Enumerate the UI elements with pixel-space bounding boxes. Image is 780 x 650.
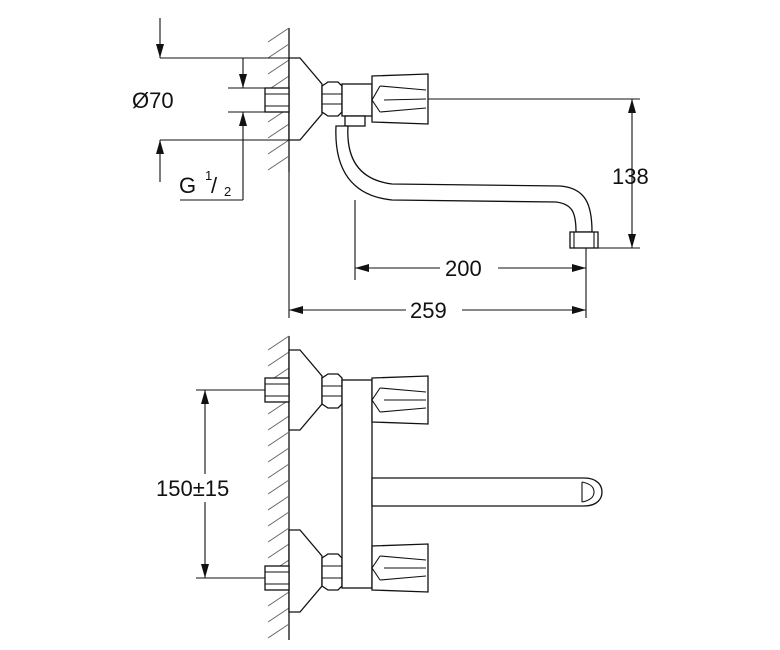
lower-hex-nut bbox=[321, 553, 343, 591]
spout bbox=[335, 125, 593, 233]
side-view: 138 200 259 Ø70 G 1 / 2 bbox=[132, 18, 649, 323]
upper-rosette bbox=[288, 349, 323, 431]
front-spout bbox=[371, 477, 603, 507]
dim-259: 259 bbox=[410, 298, 447, 323]
dim-150: 150±15 bbox=[156, 476, 229, 501]
rosette bbox=[288, 57, 323, 141]
dim-thread-den: 2 bbox=[224, 184, 231, 199]
dim-thread-prefix: G bbox=[179, 173, 196, 198]
valve-body bbox=[341, 83, 373, 117]
lower-inlet-stub bbox=[264, 565, 290, 591]
hex-nut bbox=[321, 81, 343, 117]
front-view: 150±15 bbox=[152, 335, 603, 640]
mixer-body bbox=[341, 379, 373, 589]
dim-138: 138 bbox=[612, 164, 649, 189]
dim-thread-num: 1 bbox=[205, 168, 212, 183]
upper-inlet-stub bbox=[264, 377, 290, 403]
upper-hex-nut bbox=[321, 373, 343, 409]
spout-collar bbox=[344, 115, 366, 127]
aerator bbox=[569, 231, 599, 249]
dim-200: 200 bbox=[445, 256, 482, 281]
dim-thread-slash: / bbox=[211, 173, 218, 198]
lower-rosette bbox=[288, 529, 323, 613]
inlet-stub bbox=[264, 87, 290, 113]
dim-diameter: Ø70 bbox=[132, 88, 174, 113]
